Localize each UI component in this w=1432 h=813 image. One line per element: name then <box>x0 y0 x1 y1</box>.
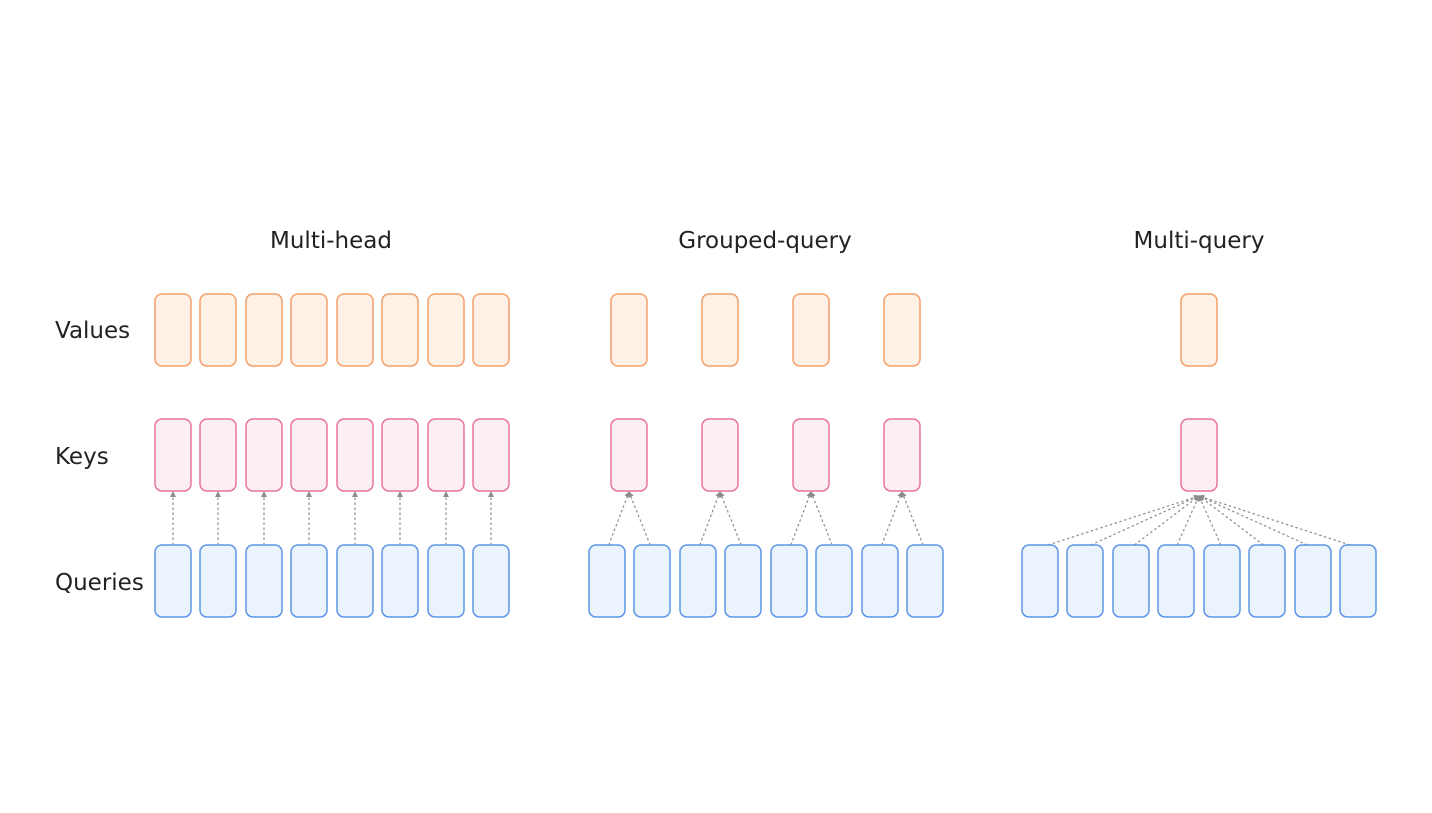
grouped-query-key-head <box>792 418 830 492</box>
multi-head-value-head <box>336 293 374 367</box>
multi-query-query-to-key-arrow <box>1176 495 1200 546</box>
grouped-query-query-head <box>633 544 671 618</box>
grouped-query-query-head <box>861 544 899 618</box>
multi-query-query-head <box>1112 544 1150 618</box>
multi-query-query-head <box>1066 544 1104 618</box>
grouped-query-query-head <box>588 544 626 618</box>
grouped-query-query-to-key-arrow <box>881 491 904 546</box>
grouped-query-key-head <box>701 418 739 492</box>
multi-head-key-head <box>199 418 237 492</box>
grouped-query-value-head <box>792 293 830 367</box>
grouped-query-query-head <box>815 544 853 618</box>
multi-head-value-head <box>427 293 465 367</box>
grouped-query-query-head <box>906 544 944 618</box>
multi-head-query-head <box>199 544 237 618</box>
multi-head-key-head <box>472 418 510 492</box>
grouped-query-query-to-key-arrow <box>810 491 833 546</box>
multi-query-query-head <box>1248 544 1286 618</box>
multi-query-key-head <box>1180 418 1218 492</box>
multi-head-value-head <box>245 293 283 367</box>
multi-head-key-head <box>381 418 419 492</box>
column-title-multi-head: Multi-head <box>270 228 392 254</box>
grouped-query-value-head <box>610 293 648 367</box>
grouped-query-value-head <box>883 293 921 367</box>
multi-query-query-head <box>1203 544 1241 618</box>
multi-head-key-head <box>290 418 328 492</box>
multi-query-query-to-key-arrow <box>1090 495 1200 546</box>
grouped-query-key-head <box>610 418 648 492</box>
multi-query-query-to-key-arrow <box>1198 495 1222 546</box>
multi-query-query-to-key-arrow <box>1047 494 1200 546</box>
grouped-query-query-to-key-arrow <box>719 491 742 546</box>
grouped-query-query-to-key-arrow <box>628 491 651 546</box>
grouped-query-query-to-key-arrow <box>608 491 631 546</box>
multi-head-value-head <box>472 293 510 367</box>
grouped-query-value-head <box>701 293 739 367</box>
multi-head-key-head <box>427 418 465 492</box>
multi-query-query-head <box>1294 544 1332 618</box>
multi-head-value-head <box>199 293 237 367</box>
multi-head-value-head <box>154 293 192 367</box>
arrow-layer <box>170 491 1351 546</box>
grouped-query-query-head <box>770 544 808 618</box>
head-box-layer <box>154 293 1377 618</box>
multi-head-key-head <box>245 418 283 492</box>
multi-head-query-head <box>245 544 283 618</box>
multi-head-value-head <box>290 293 328 367</box>
grouped-query-query-to-key-arrow <box>699 491 722 546</box>
multi-query-query-head <box>1157 544 1195 618</box>
multi-query-query-head <box>1021 544 1059 618</box>
multi-head-query-head <box>472 544 510 618</box>
grouped-query-query-to-key-arrow <box>901 491 924 546</box>
grouped-query-key-head <box>883 418 921 492</box>
row-label-keys: Keys <box>55 444 109 470</box>
multi-head-value-head <box>381 293 419 367</box>
multi-head-query-head <box>381 544 419 618</box>
multi-query-query-to-key-arrow <box>1134 495 1200 546</box>
grouped-query-query-head <box>679 544 717 618</box>
multi-head-key-head <box>336 418 374 492</box>
multi-head-query-head <box>154 544 192 618</box>
multi-query-query-to-key-arrow <box>1198 495 1308 546</box>
multi-query-value-head <box>1180 293 1218 367</box>
column-title-multi-query: Multi-query <box>1134 228 1265 254</box>
multi-head-query-head <box>336 544 374 618</box>
multi-query-query-to-key-arrow <box>1198 495 1264 546</box>
multi-head-query-head <box>427 544 465 618</box>
multi-head-key-head <box>154 418 192 492</box>
grouped-query-query-to-key-arrow <box>790 491 813 546</box>
column-title-grouped-query: Grouped-query <box>678 228 851 254</box>
row-label-values: Values <box>55 318 130 344</box>
multi-query-query-to-key-arrow <box>1198 494 1351 546</box>
multi-query-query-head <box>1339 544 1377 618</box>
row-label-queries: Queries <box>55 570 144 596</box>
multi-head-query-head <box>290 544 328 618</box>
grouped-query-query-head <box>724 544 762 618</box>
